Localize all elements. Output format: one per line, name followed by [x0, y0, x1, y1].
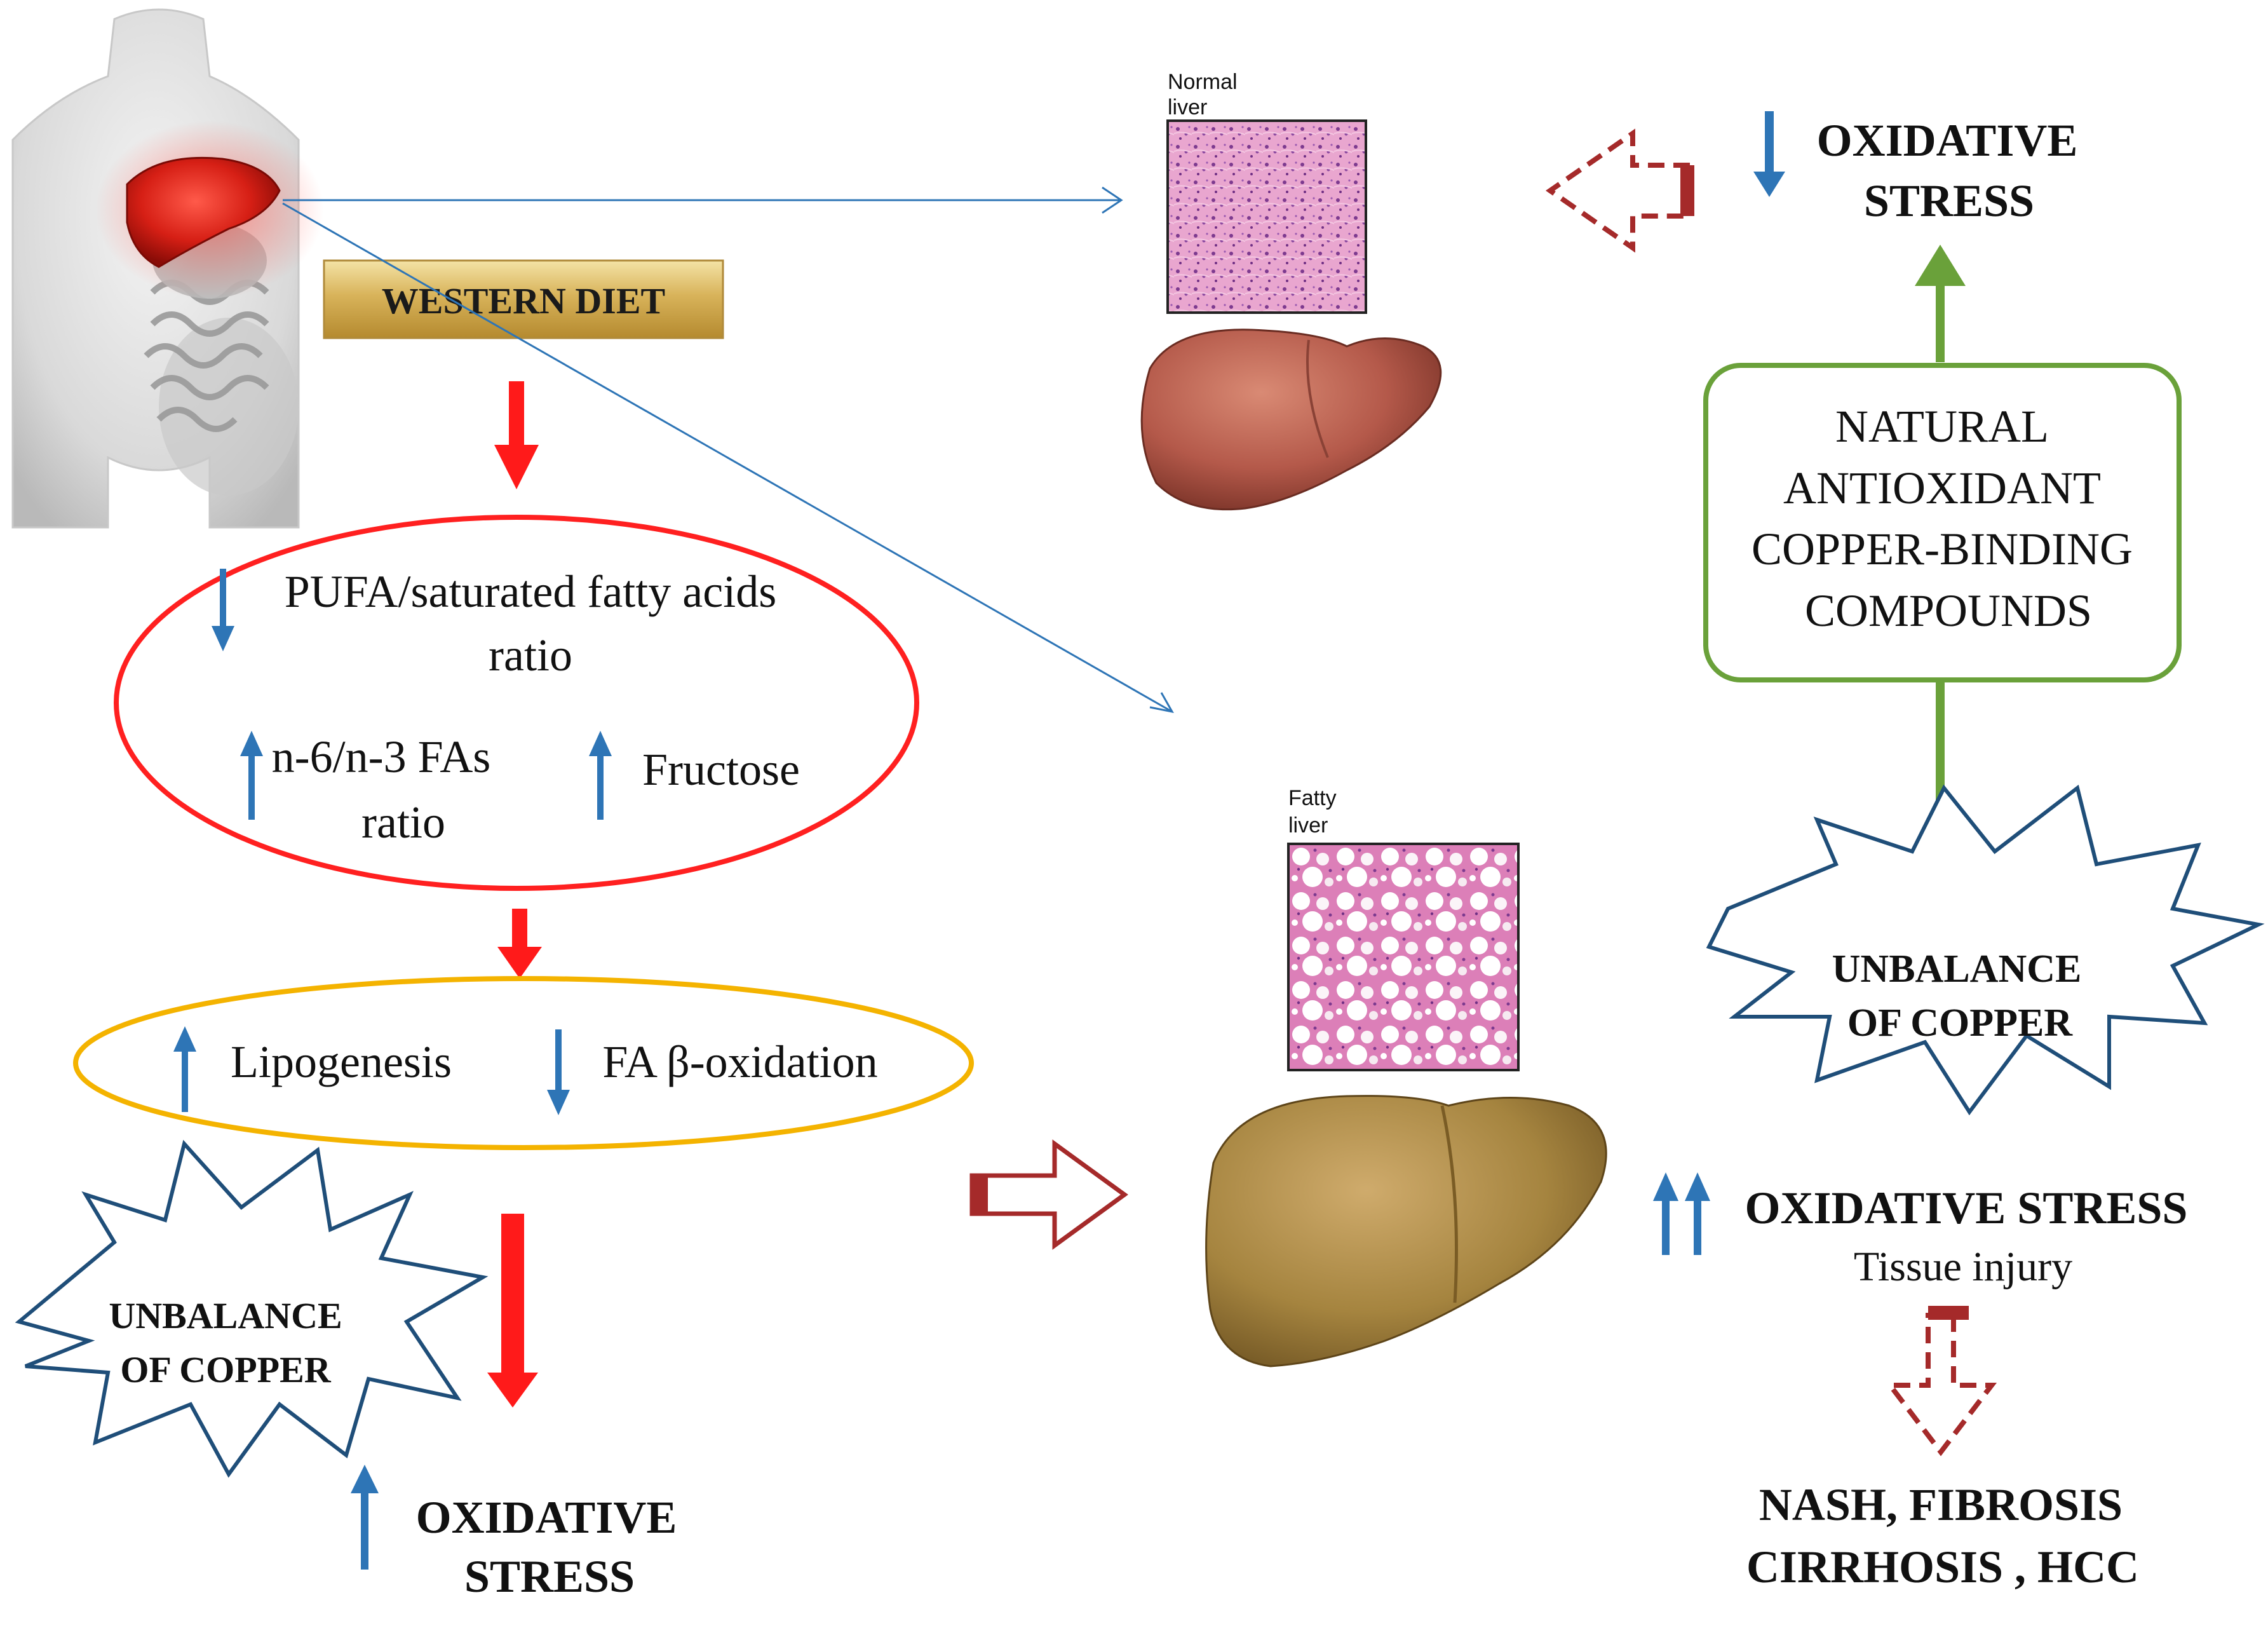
- unbalance-copper-star-right: UNBALANCE OF COPPER: [1706, 784, 2265, 1116]
- oxidative-label-top: OXIDATIVE: [1817, 115, 2078, 166]
- green-connector-line: [1936, 680, 1945, 804]
- oxidative-stress-right: OXIDATIVE STRESS Tissue injury: [1653, 1172, 2187, 1290]
- fatty-liver-label-line2: liver: [1288, 813, 1328, 838]
- up-arrow-icon: [173, 1026, 196, 1112]
- up-arrow-icon: [351, 1465, 379, 1570]
- red-arrow-oxidative: [487, 1214, 538, 1408]
- unbalance-label-left: UNBALANCE: [109, 1295, 342, 1336]
- oxidative-stress-left: OXIDATIVE STRESS: [351, 1465, 677, 1602]
- western-diet-box: WESTERN DIET: [323, 259, 724, 339]
- oxidative-label-left: OXIDATIVE: [416, 1492, 677, 1543]
- lipogenesis-label: Lipogenesis: [231, 1036, 452, 1087]
- body-illustration: [0, 0, 324, 529]
- red-arrow-diet: [494, 381, 539, 489]
- fatty-liver-panel: Fatty liver: [1205, 786, 1607, 1367]
- unbalance-copper-star-left: UNBALANCE OF COPPER: [15, 1139, 489, 1478]
- down-arrow-icon: [1753, 111, 1785, 197]
- red-arrow-ellipse: [497, 909, 542, 979]
- down-arrow-icon: [547, 1029, 570, 1115]
- fa-beta-oxidation-label: FA β-oxidation: [602, 1036, 877, 1087]
- fatty-liver-image: [1205, 1095, 1607, 1367]
- normal-liver-image: [1140, 329, 1442, 511]
- fatty-liver-label-line1: Fatty: [1288, 786, 1337, 810]
- normal-liver-panel: Normal liver: [1140, 70, 1442, 511]
- green-arrow-up: [1915, 245, 1966, 362]
- dashed-arrow-left: [1545, 128, 1694, 253]
- dashed-arrow-down: [1884, 1306, 1997, 1456]
- dietary-factors-ellipse: PUFA/saturated fatty acids ratio n-6/n-3…: [114, 515, 919, 891]
- of-copper-label-left: OF COPPER: [120, 1349, 331, 1390]
- n6-n3-ratio-line2: ratio: [361, 797, 445, 848]
- normal-liver-histology: [1166, 119, 1367, 314]
- of-copper-label-right: OF COPPER: [1847, 1001, 2073, 1045]
- double-up-arrow-icon: [1653, 1172, 1710, 1255]
- stress-label-left: STRESS: [464, 1551, 635, 1602]
- pufa-ratio-line1: PUFA/saturated fatty acids: [285, 566, 777, 617]
- fructose-label: Fructose: [642, 744, 800, 795]
- oxidative-stress-label-right: OXIDATIVE STRESS: [1745, 1183, 2188, 1233]
- natural-line3: COPPER-BINDING: [1752, 524, 2133, 574]
- normal-liver-label-line2: liver: [1168, 95, 1207, 119]
- normal-liver-label-line1: Normal: [1168, 70, 1238, 94]
- stress-label-top: STRESS: [1864, 175, 2034, 226]
- oxidative-stress-top-right: OXIDATIVE STRESS: [1753, 111, 2077, 226]
- pufa-ratio-line2: ratio: [489, 630, 572, 681]
- metabolism-ellipse: Lipogenesis FA β-oxidation: [73, 976, 974, 1150]
- natural-line4: COMPOUNDS: [1805, 585, 2092, 636]
- down-arrow-icon: [212, 569, 234, 651]
- up-arrow-icon: [240, 731, 263, 820]
- up-arrow-icon: [589, 731, 612, 820]
- outcome-line2: CIRRHOSIS , HCC: [1746, 1542, 2139, 1592]
- tissue-injury-label: Tissue injury: [1854, 1244, 2072, 1290]
- disease-outcomes: NASH, FIBROSIS CIRRHOSIS , HCC: [1746, 1479, 2139, 1592]
- unbalance-label-right: UNBALANCE: [1832, 947, 2082, 991]
- hollow-arrow-right: [969, 1139, 1128, 1250]
- natural-compounds-box: NATURAL ANTIOXIDANT COPPER-BINDING COMPO…: [1703, 363, 2182, 682]
- n6-n3-ratio-line1: n-6/n-3 FAs: [272, 731, 491, 782]
- natural-line2: ANTIOXIDANT: [1783, 463, 2101, 513]
- outcome-line1: NASH, FIBROSIS: [1759, 1479, 2123, 1530]
- natural-line1: NATURAL: [1835, 401, 2049, 452]
- fatty-liver-histology: [1287, 843, 1520, 1071]
- liver-link-arrows: [282, 186, 1174, 714]
- western-diet-label: WESTERN DIET: [382, 280, 665, 322]
